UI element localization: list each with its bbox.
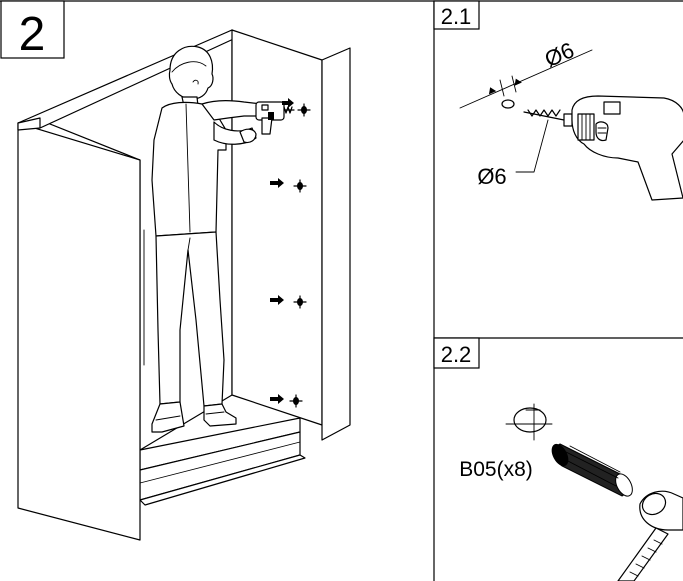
plinth-base	[139, 454, 306, 506]
panel-2-2: 2.2 B05(x8)	[433, 337, 683, 581]
hole-target-icon	[289, 394, 303, 408]
cabinet-side-panel	[231, 29, 323, 426]
panel-label: 2.2	[441, 342, 472, 367]
hammer-icon	[617, 490, 683, 581]
person-head	[168, 45, 214, 100]
hole-target-icon	[297, 103, 311, 117]
person-drilling	[151, 45, 263, 433]
arrow-icon	[270, 394, 284, 404]
hole-target-icon	[293, 295, 307, 309]
hole-target-icon	[293, 179, 307, 193]
part-code: B05(x8)	[459, 458, 533, 481]
panel-label-box	[433, 0, 480, 30]
panel-label-box	[433, 337, 480, 369]
side-panel-edge	[321, 47, 351, 441]
step-number-box: 2	[0, 0, 65, 61]
drill-bit	[523, 109, 573, 127]
cabinet-left-panel	[17, 122, 141, 541]
wooden-dowel-icon	[551, 443, 633, 497]
left-panel-corner	[17, 117, 41, 131]
hole-target-icon	[505, 403, 553, 441]
diameter-label-top: Ø6	[541, 37, 578, 72]
panel-label: 2.1	[441, 4, 472, 29]
person-upper-arm	[201, 100, 263, 121]
cabinet-illustration	[17, 29, 351, 541]
drill-hole-icon	[501, 99, 515, 109]
panel-2-1: 2.1 Ø6 Ø6	[433, 0, 683, 201]
diameter-label-side: Ø6	[477, 164, 506, 189]
arrow-icon	[270, 295, 284, 305]
arrow-icon	[270, 178, 284, 188]
step-number: 2	[19, 8, 46, 61]
person-left-shoe	[151, 401, 185, 433]
diameter-dimension-top: Ø6	[459, 37, 593, 109]
drill-hole-markers	[270, 98, 311, 408]
power-drill-icon	[571, 95, 683, 201]
person-right-shoe	[203, 403, 237, 427]
arrow-icon	[282, 98, 294, 108]
